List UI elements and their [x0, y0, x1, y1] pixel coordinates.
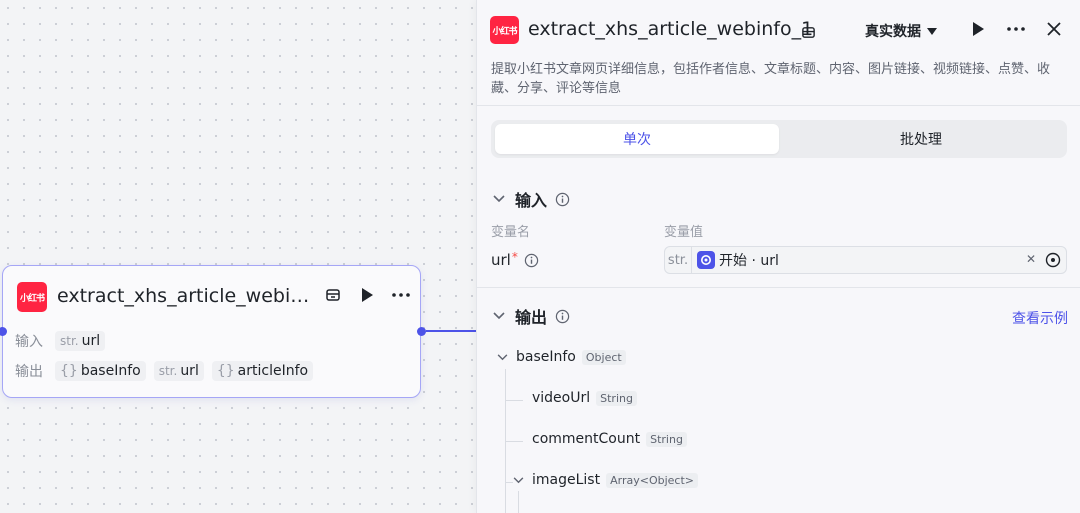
node-input-label: 输入 — [15, 334, 43, 350]
node-output-tag: {}baseInfo — [55, 361, 146, 381]
info-icon[interactable] — [555, 309, 570, 324]
info-icon[interactable] — [524, 253, 539, 268]
xiaohongshu-logo: 小红书 — [490, 16, 519, 44]
variable-name: url * — [491, 250, 539, 269]
panel-title: extract_xhs_article_webinfo_1 — [528, 18, 814, 40]
caret-down-icon — [927, 23, 937, 39]
output-port[interactable] — [417, 327, 426, 336]
required-mark: * — [511, 250, 518, 264]
variable-name-text: url — [491, 251, 511, 269]
tab-single[interactable]: 单次 — [495, 124, 779, 154]
input-section-title: 输入 — [515, 191, 548, 210]
more-menu-icon[interactable] — [1007, 18, 1025, 40]
tree-line — [505, 482, 513, 483]
node-output-tag: str.url — [153, 361, 204, 381]
start-node-icon — [697, 251, 715, 269]
node-input-tag: str.url — [55, 331, 106, 351]
plugin-description: 提取小红书文章网页详细信息，包括作者信息、文章标题、内容、图片链接、视频链接、点… — [491, 62, 1051, 96]
chevron-down-icon — [494, 349, 510, 365]
chevron-down-icon — [491, 308, 507, 324]
column-header-value: 变量值 — [664, 225, 704, 240]
connection-edge — [426, 330, 478, 332]
output-tree-item[interactable]: imageList Array<Object> — [510, 472, 698, 488]
variable-type: str. — [665, 247, 692, 273]
node-config-panel: 小红书 extract_xhs_article_webinfo_1 真实数据 提… — [476, 0, 1080, 513]
tree-line — [518, 491, 519, 513]
run-node-button[interactable] — [358, 284, 376, 306]
field-name: imageList — [532, 472, 601, 488]
field-type-badge: Object — [581, 349, 626, 365]
field-name: commentCount — [532, 431, 641, 447]
clear-icon[interactable]: ✕ — [1025, 252, 1036, 266]
field-type-badge: Array<Object> — [606, 472, 698, 488]
plugin-store-icon[interactable] — [324, 284, 342, 306]
output-tree-item[interactable]: baseInfo Object — [494, 349, 626, 365]
tab-batch[interactable]: 批处理 — [900, 132, 942, 148]
info-icon[interactable] — [555, 192, 570, 207]
output-section-header[interactable]: 输出 — [491, 304, 570, 328]
output-tree-item: videoUrl String — [532, 390, 637, 406]
target-picker-icon[interactable] — [1045, 252, 1061, 272]
field-name: videoUrl — [532, 390, 591, 406]
run-node-button[interactable] — [969, 18, 987, 40]
field-name: baseInfo — [516, 349, 576, 365]
field-type-badge: String — [596, 390, 637, 406]
run-mode-tabs: 单次 批处理 — [491, 120, 1067, 158]
output-section-title: 输出 — [515, 308, 548, 327]
plugin-store-icon[interactable] — [799, 21, 817, 43]
close-icon[interactable] — [1045, 18, 1063, 40]
input-port[interactable] — [0, 327, 7, 336]
chevron-down-icon — [510, 472, 526, 488]
data-mode-select[interactable]: 真实数据 — [865, 21, 937, 41]
tree-line — [505, 400, 523, 401]
chevron-down-icon — [491, 191, 507, 207]
node-output-tag: {}articleInfo — [211, 361, 314, 381]
xiaohongshu-logo: 小红书 — [17, 282, 47, 312]
input-section-header[interactable]: 输入 — [491, 187, 570, 211]
data-mode-label: 真实数据 — [865, 24, 921, 40]
tree-line — [505, 441, 523, 442]
node-input-row: 输入 str.url — [15, 331, 106, 351]
view-example-link[interactable]: 查看示例 — [1012, 311, 1068, 327]
field-type-badge: String — [646, 431, 687, 447]
node-title: extract_xhs_article_webinfo_1 — [57, 285, 319, 307]
variable-value-field[interactable]: str. 开始 · url ✕ — [664, 246, 1067, 274]
reference-text: 开始 · url — [719, 253, 779, 269]
panel-header: 小红书 extract_xhs_article_webinfo_1 真实数据 提… — [477, 0, 1080, 106]
output-tree-item: commentCount String — [532, 431, 687, 447]
variable-reference[interactable]: 开始 · url — [697, 250, 779, 270]
section-divider — [477, 287, 1080, 288]
node-output-label: 输出 — [15, 364, 43, 380]
more-menu-icon[interactable] — [392, 284, 410, 306]
node-output-row: 输出 {}baseInfo str.url {}articleInfo — [15, 361, 314, 381]
column-header-name: 变量名 — [491, 225, 531, 240]
